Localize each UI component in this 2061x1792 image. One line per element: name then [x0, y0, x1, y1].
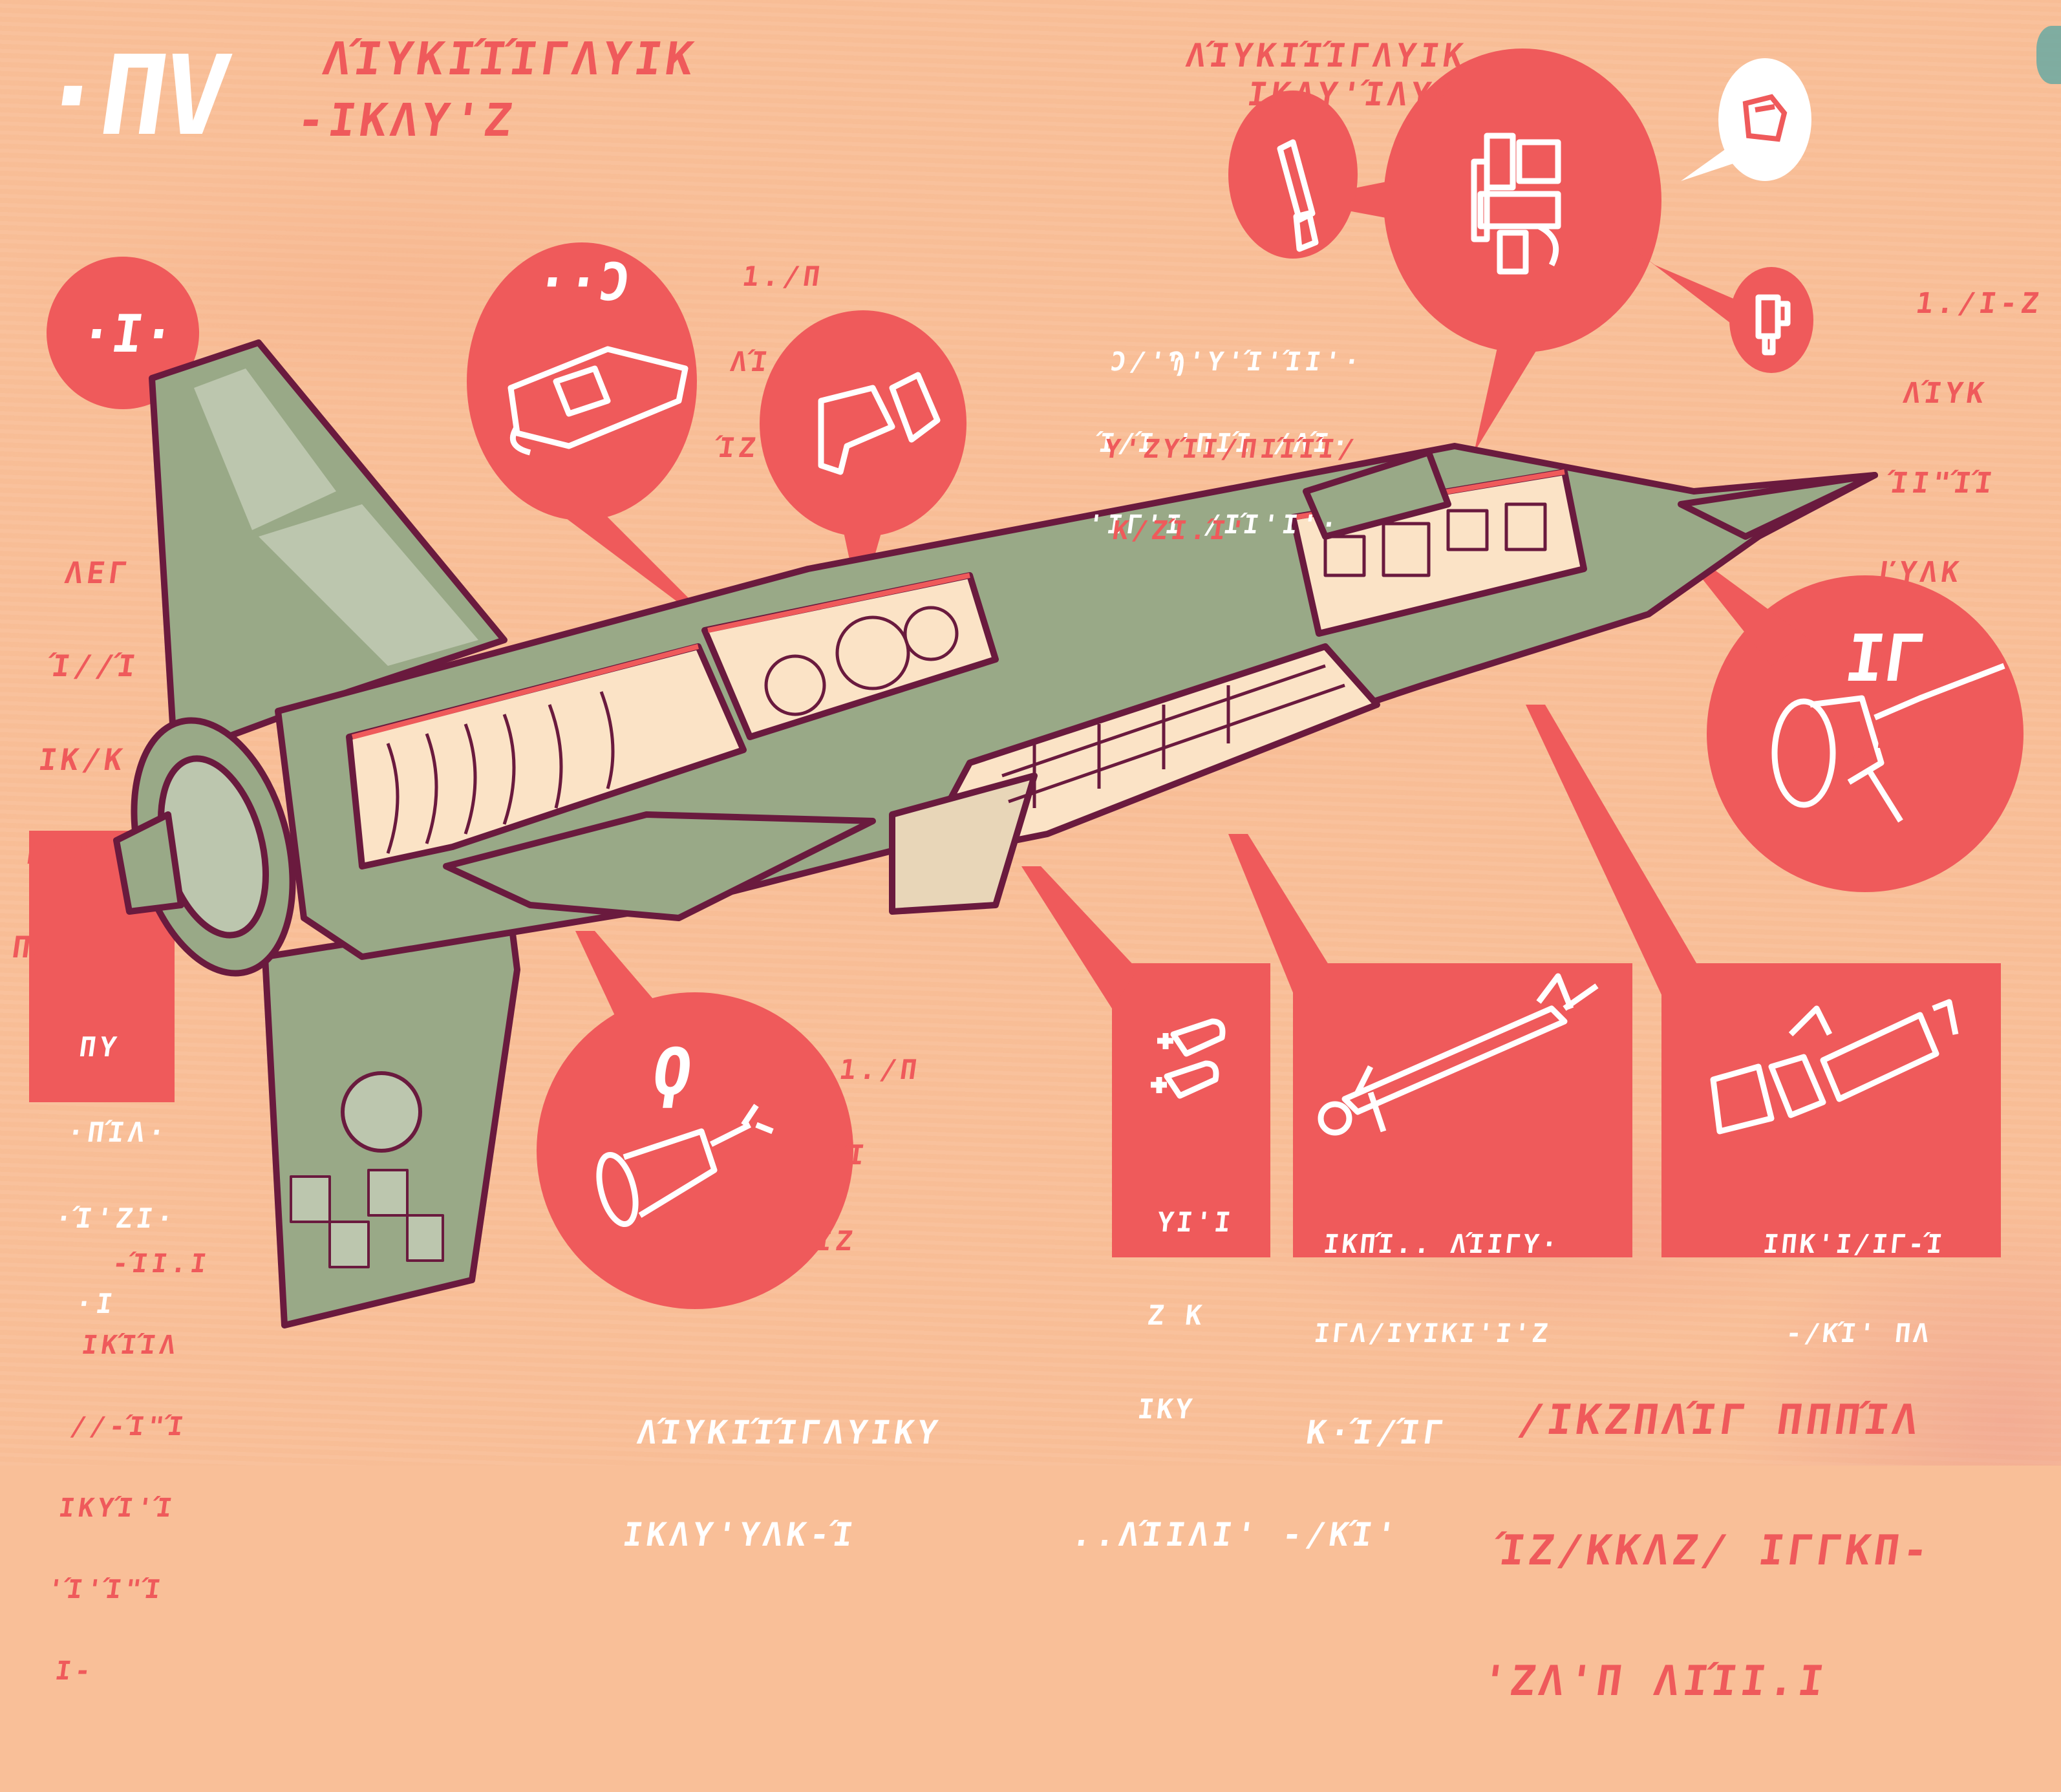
small-label-lower-line-2: ΛΊ — [825, 1139, 871, 1171]
canister-callout-tail — [575, 931, 672, 1028]
bottom-left-line-3: //-Ί"Ί — [68, 1412, 189, 1442]
center-text-block-red: Υ'ΖΥΊΙ/ΠΙΊΊΊ/ Κ/ΖΊ.Ί' — [1084, 381, 1367, 599]
left-column-line-3: ΙΚ/Κ — [36, 742, 129, 778]
bottom-left-line-2: ΙΚΊΊΛ — [80, 1330, 182, 1360]
title-heading-line-2: -ΙΚΛΥ'Ζ — [294, 94, 519, 147]
coupling-icon — [1742, 94, 1788, 142]
canopy-hatch — [1303, 449, 1451, 540]
torpedo-box-line-2: Ζ Κ — [1146, 1299, 1206, 1332]
fin-roundel — [341, 1071, 422, 1153]
right-column-line-4: ĽΥΛΚ — [1875, 556, 1965, 590]
bottom-left-line-6: Ι- — [53, 1656, 97, 1686]
cannon-box-label: ΙΠΚ'Ι/ΙΓ-Ί -/ΚΊ' ΠΛ — [1746, 1170, 1953, 1408]
bottom-left-line-4: ΙΚΥΊ'Ί — [56, 1493, 178, 1523]
bottom-left-line-5: 'Ί'Ί"Ί — [45, 1575, 167, 1605]
title-logo: ·ΠV — [30, 32, 235, 160]
cannon-box-line-2: -/ΚΊ' ΠΛ — [1784, 1319, 1933, 1349]
lower-bay — [889, 773, 1038, 915]
turbine-callout-bubble — [760, 310, 966, 537]
tail-callout-bubble — [47, 257, 199, 409]
rotary-cannon-icon — [1710, 999, 1959, 1135]
bottom-center-label: ΛΊΥΚΙΊΊΓΛΥΙΚΥ ΙΚΛΥ'ΥΛΚ-Ί — [611, 1348, 952, 1619]
small-label-lower-line-1: 1./Π — [837, 1054, 923, 1086]
twin-torpedoes-icon — [1151, 1018, 1226, 1099]
illustration-layer — [29, 48, 2024, 1328]
engine-detail-lines — [386, 502, 1547, 854]
top-center-label-line-2: ΙΚΛΥ'ΊΛΥΚ — [1244, 76, 1461, 113]
left-column-line-5: ΠΛ. — [10, 930, 81, 965]
sensor-probe-icon — [1277, 139, 1319, 252]
cannon-callout-tail — [1526, 705, 1700, 1008]
right-column-line-2: ΛΊΥΚ — [1901, 376, 1990, 410]
small-label-upper-line-2: ΛΊ — [728, 346, 774, 378]
rocket — [113, 339, 1878, 1328]
missile-callout-tail — [1228, 834, 1332, 1008]
thruster-nozzle-icon — [1771, 663, 2005, 823]
side-wing — [443, 811, 876, 921]
nose-cone — [1678, 472, 1878, 540]
exhaust-nozzle — [113, 811, 184, 915]
bottom-center-line-2: ΙΚΛΥ'ΥΛΚ-Ί — [620, 1515, 860, 1553]
torpedo-callout-tail — [1021, 866, 1138, 1008]
coupling-callout-bubble — [1718, 58, 1811, 181]
bubble-icons — [507, 133, 2005, 1228]
center-red-line-1: Υ'ΖΥΊΙ/ΠΙΊΊΊ/ — [1102, 434, 1360, 464]
small-label-upper-line-1: 1./Π — [740, 261, 826, 293]
connector-link — [1629, 246, 1746, 330]
reactor-callout-tail — [1474, 336, 1545, 453]
small-label-lower-line-3: ΊΖ — [813, 1224, 859, 1257]
missile-box-line-1: ΙΚΠΊ.. ΛΊΙΓΥ· — [1321, 1230, 1561, 1259]
small-label-upper-line-3: ΊΖ — [716, 431, 762, 464]
cannon-box-line-1: ΙΠΚ'Ι/ΙΓ-Ί — [1761, 1230, 1947, 1259]
nose-callout-label: ΙΓ — [1840, 621, 1929, 696]
turbine-housing-icon — [818, 372, 941, 475]
tail-callout-label: ·Ι· — [76, 304, 179, 364]
top-center-label-line-1: ΛΊΥΚΙΊΊΓΛΥΙΚ — [1183, 37, 1469, 74]
fin-checker — [290, 1169, 444, 1268]
reactor-callout-bubble — [1383, 48, 1661, 352]
left-column-line-1: ΛΕΓ — [62, 555, 133, 590]
engine-pod-callout-label: ··Ͻ — [532, 252, 635, 312]
fin-stripe-2 — [259, 504, 478, 666]
right-column-line-1: 1./Ι-Ζ — [1914, 287, 2045, 321]
coupling-callout-tail — [1681, 149, 1739, 181]
left-box-line-1: ΠΥ — [77, 1031, 122, 1063]
torpedo-callout-box — [1112, 963, 1270, 1257]
right-column-line-6: Λ"-Ι — [1850, 735, 1939, 769]
torpedo-box-line-1: ΥΙ'Ι — [1155, 1206, 1235, 1238]
missile-box-line-2: ΙΓΛ/ΙΥΙΚΙ'Ι'Ζ — [1312, 1319, 1552, 1349]
right-column-line-3: ΊΙ"ΊΊ — [1888, 466, 1998, 500]
nose-callout-tail — [1684, 556, 1810, 666]
left-column-line-4: Ľ"Π — [23, 836, 94, 871]
title-heading-line-1: ΛΊΥΚΙΊΊΓΛΥΙΚ — [319, 32, 701, 85]
bottom-right-line-3: 'ΖΛ'Π ΛΙΊΙ.Ι — [1478, 1657, 1831, 1705]
probe-callout-bubble — [1228, 91, 1358, 259]
canister-callout-bubble — [537, 992, 853, 1309]
missile-icon — [1318, 973, 1599, 1136]
connector-icon — [1755, 294, 1791, 356]
bottom-left-line-1: -ΊΙ.Ι — [111, 1249, 212, 1279]
fin-stripe — [194, 368, 336, 530]
fuel-canister-icon — [596, 1104, 774, 1228]
center-red-line-2: Κ/ΖΊ.Ί' — [1110, 516, 1251, 546]
connector-callout-bubble — [1729, 267, 1813, 373]
left-box-line-2: ·ΠΊΛ· — [65, 1116, 171, 1149]
bottom-mid-line-2: ..ΛΊΙΛΙ' -/ΚΊ' — [1069, 1515, 1402, 1553]
engine-pod-icon — [507, 346, 689, 456]
torpedo-box-line-3: ΙΚΥ — [1136, 1393, 1197, 1425]
bottom-right-line-2: ΊΖ/ΚΚΛΖ/ ΙΓΓΚΠ- — [1496, 1526, 1936, 1575]
reactor-core-icon — [1471, 133, 1561, 275]
bottom-center-line-1: ΛΊΥΚΙΊΊΓΛΥΙΚΥ — [635, 1414, 944, 1451]
center-white-line-1: Ͻ/'Ϡ'Υ'Ί'ΊΙ'· — [1108, 347, 1366, 377]
cutaway-poster: ·ΠV ΛΊΥΚΙΊΊΓΛΥΙΚ -ΙΚΛΥ'Ζ ΛΊΥΚΙΊΊΓΛΥΙΚ ΙΚ… — [0, 0, 2061, 1705]
teal-paint-fleck — [2036, 26, 2061, 84]
missile-box-label: ΙΚΠΊ.. ΛΊΙΓΥ· ΙΓΛ/ΙΥΙΚΙ'Ι'Ζ — [1307, 1170, 1568, 1408]
left-column-line-2: Ί//Ί — [49, 648, 142, 684]
